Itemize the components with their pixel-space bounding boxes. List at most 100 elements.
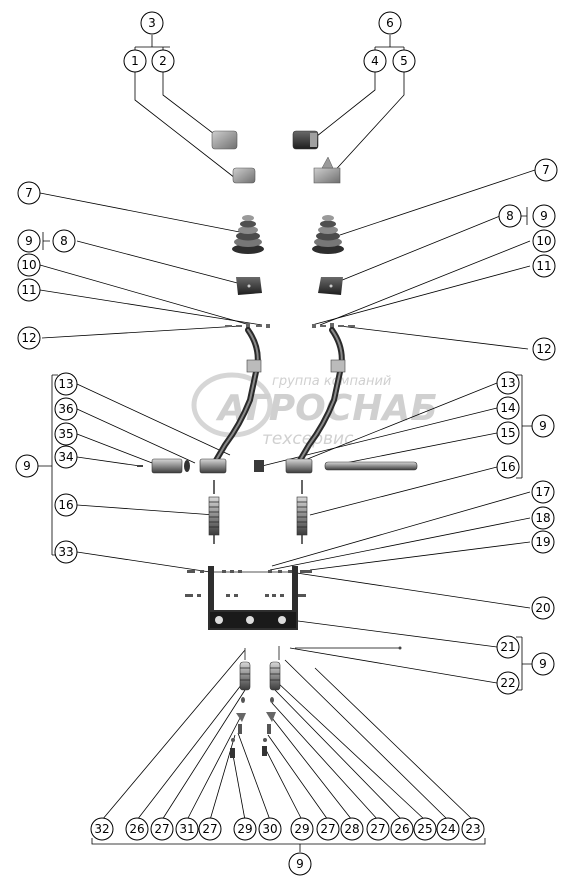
callouts: 3 1 2 6 4 5 7 7 9 8 8 9 10 10 11 11 12 1… [15,11,558,876]
callout: 10 [532,229,556,253]
callout-label: 21 [500,640,515,654]
callout-label: 11 [21,283,36,297]
callout-label: 9 [296,857,304,871]
callout: 27 [316,817,340,841]
square-plate-left [236,277,262,295]
callout: 13 [54,372,78,396]
callout: 6 [378,11,402,35]
callout: 9 [288,852,312,876]
callout: 16 [54,493,78,517]
callout: 33 [54,540,78,564]
callout-label: 12 [536,342,551,356]
callout: 28 [340,817,364,841]
callout: 9 [531,652,555,676]
callout-label: 15 [500,426,515,440]
pedal-pad-left-upper [211,130,238,150]
callout-label: 19 [535,535,550,549]
callout-label: 13 [58,377,73,391]
callout-label: 17 [535,485,550,499]
callout-label: 7 [25,186,33,200]
callout: 9 [17,229,41,253]
pedal-pad-right-upper [292,130,319,150]
callout: 8 [498,204,522,228]
callout: 19 [531,530,555,554]
callout-label: 27 [202,822,217,836]
callout-label: 4 [371,54,379,68]
callout-label: 14 [500,401,515,415]
callout: 27 [198,817,222,841]
callout: 25 [413,817,437,841]
callout-label: 9 [539,657,547,671]
callout-label: 25 [417,822,432,836]
callout-label: 9 [25,234,33,248]
callout-label: 27 [320,822,335,836]
callout-label: 27 [370,822,385,836]
spring-left [208,480,220,544]
callout-label: 1 [131,54,139,68]
screws-row-left [225,323,270,328]
callout: 5 [392,49,416,73]
callout: 24 [436,817,460,841]
screws-row-right [312,323,355,328]
callout: 27 [366,817,390,841]
callout: 14 [496,396,520,420]
rubber-boot-left [232,215,264,254]
callout-label: 28 [344,822,359,836]
callout: 21 [496,635,520,659]
callout: 3 [140,11,164,35]
callout: 12 [532,337,556,361]
callout-label: 9 [23,459,31,473]
callout-label: 9 [540,209,548,223]
callout: 7 [17,181,41,205]
callout: 32 [90,817,114,841]
callout: 9 [532,204,556,228]
linkage-left [230,648,251,758]
bracket-bolts [185,570,312,597]
callout: 31 [175,817,199,841]
callout: 30 [258,817,282,841]
callout-label: 10 [21,258,36,272]
shaft-assembly [137,458,418,474]
callout-label: 30 [262,822,277,836]
callout: 9 [531,414,555,438]
callout-label: 12 [21,331,36,345]
callout: 23 [461,817,485,841]
mounting-bracket [208,566,298,630]
callout-label: 7 [542,163,550,177]
callout-label: 26 [394,822,409,836]
callout: 29 [290,817,314,841]
callout-label: 16 [500,460,515,474]
linkage-right [262,646,402,756]
parts [137,130,418,758]
callout: 17 [531,480,555,504]
callout-label: 23 [465,822,480,836]
callout-label: 10 [536,234,551,248]
callout: 11 [532,254,556,278]
callout-label: 24 [440,822,455,836]
callout-label: 2 [159,54,167,68]
callout-label: 8 [506,209,514,223]
callout-label: 34 [58,450,73,464]
spring-right [296,480,308,544]
callout-label: 13 [500,376,515,390]
callout: 4 [363,49,387,73]
watermark-line1: группа компаний [272,374,391,389]
callout: 36 [54,397,78,421]
rubber-boot-right [312,215,344,254]
callout: 13 [496,371,520,395]
callout-label: 35 [58,427,73,441]
callout: 26 [125,817,149,841]
callout: 16 [496,455,520,479]
callout-label: 29 [237,822,252,836]
pedal-pad-right-lower [313,156,341,184]
square-plate-right [318,277,343,295]
callout-label: 32 [94,822,109,836]
pedal-lever-left [212,327,262,465]
callout: 2 [151,49,175,73]
callout-label: 36 [58,402,73,416]
callout-label: 3 [148,16,156,30]
callout: 15 [496,421,520,445]
callout: 35 [54,422,78,446]
callout: 1 [123,49,147,73]
